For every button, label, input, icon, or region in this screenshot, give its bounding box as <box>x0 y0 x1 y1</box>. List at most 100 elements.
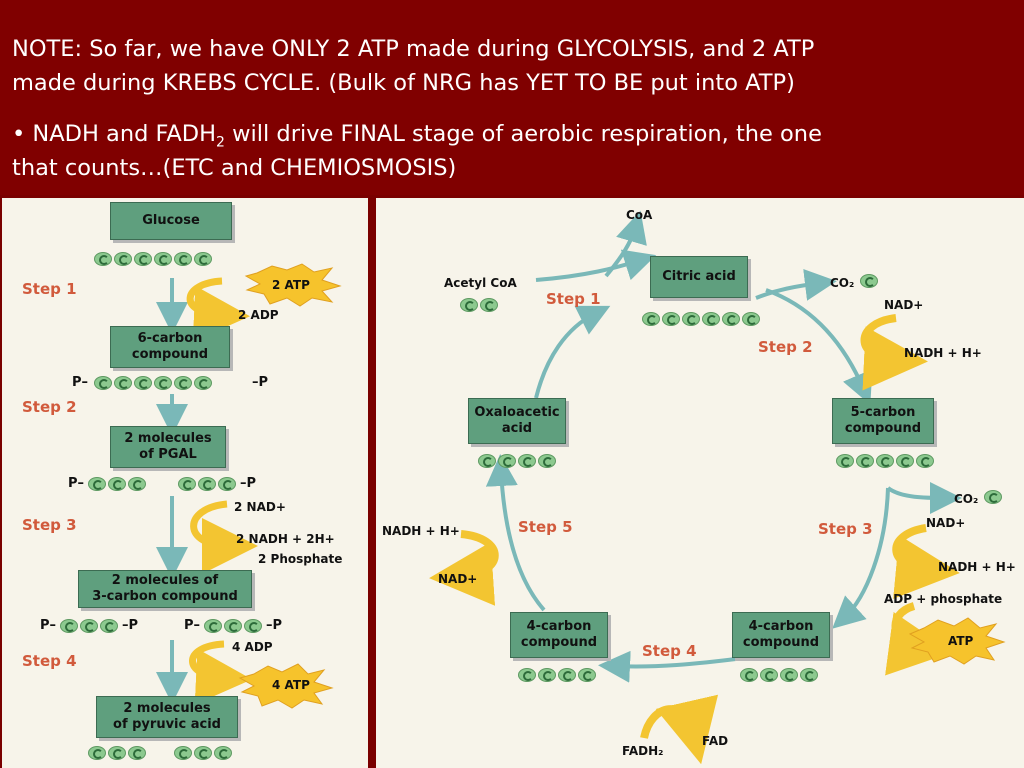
carbon-atom-icon <box>460 298 478 312</box>
acetyl-carbons <box>460 298 498 312</box>
carbon-atom-icon <box>80 619 98 633</box>
five-carbon-l1: 5-carbon <box>850 405 916 420</box>
carbon-atom-icon <box>518 454 536 468</box>
carbon-atom-icon <box>478 454 496 468</box>
carbon-atom-icon <box>722 312 740 326</box>
krebs-step-3: Step 3 <box>818 520 873 538</box>
nad-label-a: NAD+ <box>884 298 924 312</box>
carbon-atom-icon <box>836 454 854 468</box>
k-curve-2 <box>892 524 960 599</box>
glycolysis-step-2: Step 2 <box>22 398 77 416</box>
oxaloacetic-l1: Oxaloacetic <box>474 405 560 420</box>
fad-label: FAD <box>702 734 729 748</box>
k-arrow-acetyl <box>535 249 657 282</box>
k-arrow-co2-b <box>886 481 962 514</box>
citric-carbons <box>642 312 760 326</box>
k-arrow-step1 <box>534 305 611 399</box>
p-label-1: P– <box>72 375 89 390</box>
carbon-atom-icon <box>760 668 778 682</box>
k-curve-1 <box>860 314 928 391</box>
k-arrow-coa <box>604 210 647 278</box>
carbon-atom-icon <box>518 668 536 682</box>
three-carbon-l2: 3-carbon compound <box>92 589 238 604</box>
pyruvic-l1: 2 molecules <box>123 701 211 716</box>
adp4-label: 4 ADP <box>232 640 273 654</box>
carbon-atom-icon <box>856 454 874 468</box>
carbon-atom-icon <box>642 312 660 326</box>
krebs-step-2: Step 2 <box>758 338 813 356</box>
p-label-3: P– <box>68 476 85 491</box>
carbon-atom-icon <box>198 477 216 491</box>
g-curve-2 <box>190 500 258 574</box>
krebs-arrows <box>429 210 1006 765</box>
acetyl-label: Acetyl CoA <box>444 276 517 290</box>
carbon-atom-icon <box>194 746 212 760</box>
k-arrow-step2 <box>765 288 873 405</box>
three-carbon-carbons-b <box>204 619 262 633</box>
carbon-atom-icon <box>480 298 498 312</box>
bullet-text-b: will drive FINAL stage of aerobic respir… <box>224 121 822 147</box>
carbon-atom-icon <box>578 668 596 682</box>
p-label-7: P– <box>184 618 201 633</box>
carbon-atom-icon <box>860 274 878 288</box>
carbon-atom-icon <box>100 619 118 633</box>
fadh2-label: FADH₂ <box>622 744 664 758</box>
carbon-atom-icon <box>742 312 760 326</box>
nad-label-b: NAD+ <box>926 516 966 530</box>
oxaloacetic-l2: acid <box>501 421 533 436</box>
co2-label-b: CO₂ <box>954 492 979 506</box>
bullet-text-a: • NADH and FADH <box>12 121 217 147</box>
carbon-atom-icon <box>204 619 222 633</box>
p-label-8: –P <box>266 618 283 633</box>
pgal-l2: of PGAL <box>139 447 197 462</box>
oxaloacetic-carbons <box>478 454 556 468</box>
carbon-atom-icon <box>984 490 1002 504</box>
carbon-atom-icon <box>134 376 152 390</box>
pyruvic-l2: of pyruvic acid <box>113 717 221 732</box>
carbon-atom-icon <box>876 454 894 468</box>
carbon-atom-icon <box>740 668 758 682</box>
carbon-atom-icon <box>780 668 798 682</box>
g-curve-3 <box>189 640 252 705</box>
five-carbon-l2: compound <box>844 421 922 436</box>
carbon-atom-icon <box>558 668 576 682</box>
five-carbon-carbons <box>836 454 934 468</box>
pyruvic-carbons-b <box>174 746 232 760</box>
pyruvic-carbons-a <box>88 746 146 760</box>
carbon-atom-icon <box>128 477 146 491</box>
atp-star-2 <box>238 663 334 709</box>
co2-label-a: CO₂ <box>830 276 855 290</box>
k-curve-3 <box>885 602 953 676</box>
carbon-atom-icon <box>702 312 720 326</box>
k-arrow-co2-a <box>755 269 837 301</box>
note-line-1: NOTE: So far, we have ONLY 2 ATP made du… <box>12 36 815 62</box>
carbon-atom-icon <box>154 252 172 266</box>
four-carbon-right-l1: 4-carbon <box>748 619 814 634</box>
g-curve-1 <box>186 277 250 342</box>
three-carbon-carbons-a <box>60 619 118 633</box>
krebs-step-4: Step 4 <box>642 642 697 660</box>
bullet-line-2: that counts…(ETC and CHEMIOSMOSIS) <box>12 155 457 181</box>
atp4-label: 4 ATP <box>272 678 310 692</box>
carbon-atom-icon <box>114 376 132 390</box>
citric-box: Citric acid <box>650 256 748 298</box>
pgal-carbons-b <box>178 477 236 491</box>
carbon-atom-icon <box>682 312 700 326</box>
krebs-step-5: Step 5 <box>518 518 573 536</box>
carbon-atom-icon <box>896 454 914 468</box>
k-arrow-step3 <box>832 487 890 629</box>
carbon-atom-icon <box>108 477 126 491</box>
co2-carbon-b <box>984 490 1002 504</box>
six-carbon-carbons <box>94 376 212 390</box>
k-arrow-step5 <box>485 454 546 612</box>
p-label-4: –P <box>240 476 257 491</box>
k-curve-5 <box>640 694 719 765</box>
k-curve-4 <box>429 530 499 606</box>
carbon-atom-icon <box>194 376 212 390</box>
nadh-label-a: NADH + H+ <box>904 346 982 360</box>
glucose-carbons <box>94 252 212 266</box>
